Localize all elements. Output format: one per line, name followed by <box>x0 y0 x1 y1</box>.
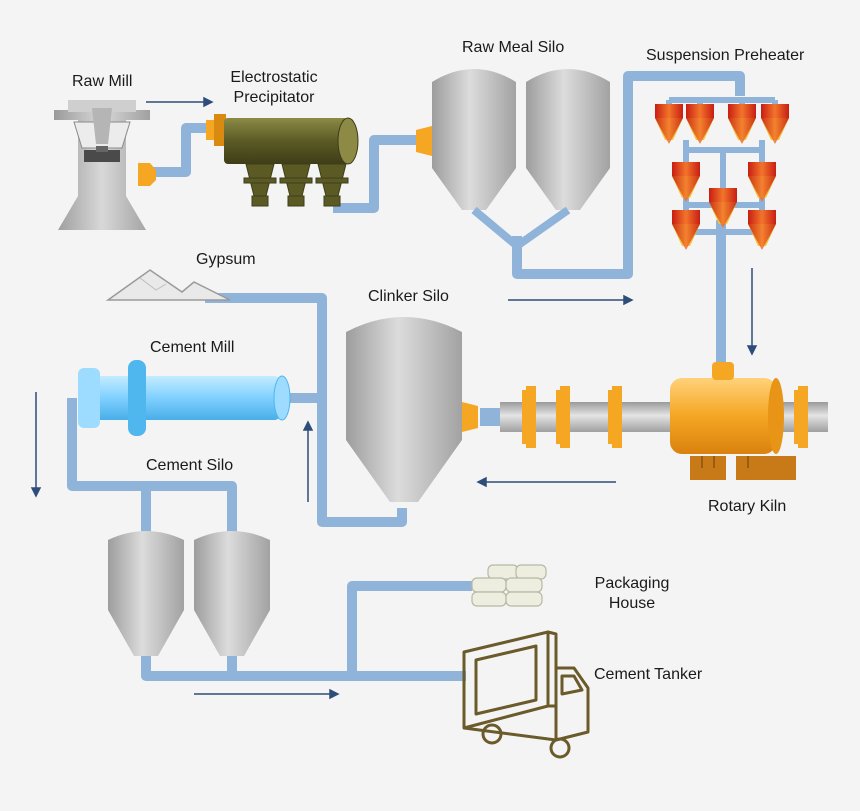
electrostatic-precipitator <box>206 114 359 207</box>
cyclone <box>655 104 683 144</box>
pipe-gypsum-to-mill <box>205 293 327 403</box>
pipe-precipitator-to-silo <box>333 135 418 213</box>
pipe-rawmill-to-precipitator <box>152 123 214 177</box>
left-arrow-icon <box>476 476 616 488</box>
label-rotary-kiln: Rotary Kiln <box>708 498 787 515</box>
flow-arrows <box>30 96 758 700</box>
label-cement-mill: Cement Mill <box>150 339 235 356</box>
down-arrow-icon <box>30 392 42 498</box>
gypsum-pile-icon <box>105 269 231 301</box>
label-packaging-house-2: House <box>608 595 656 612</box>
label-suspension-preheater: Suspension Preheater <box>646 47 805 64</box>
label-cement-tanker: Cement Tanker <box>594 666 703 683</box>
pipes <box>67 71 745 681</box>
right-arrow-icon <box>194 688 340 700</box>
label-cement-silo: Cement Silo <box>146 457 234 474</box>
label-gypsum: Gypsum <box>196 251 256 268</box>
rotary-kiln <box>500 362 828 480</box>
cement-mill <box>78 360 291 436</box>
pipe-silo-to-preheater <box>512 71 745 279</box>
label-clinker-silo: Clinker Silo <box>368 288 449 305</box>
label-electrostatic-precipitator-1: Electrostatic <box>230 69 318 86</box>
label-raw-mill: Raw Mill <box>72 73 133 90</box>
label-raw-meal-silo: Raw Meal Silo <box>462 39 565 56</box>
pipe-silos-to-tanker <box>141 656 466 681</box>
label-electrostatic-precipitator-2: Precipitator <box>233 89 315 106</box>
clinker-silo <box>346 317 502 502</box>
pipe-silo-to-mill <box>317 398 407 527</box>
pipe-to-packaging <box>347 581 472 676</box>
cement-bags-icon <box>471 564 547 607</box>
pipe-mill-to-cement-silos <box>67 398 237 536</box>
raw-meal-silo <box>416 69 610 252</box>
truck-icon <box>462 630 590 759</box>
up-arrow-icon <box>302 420 314 502</box>
suspension-preheater <box>655 104 789 250</box>
right-arrow-icon <box>146 96 214 108</box>
down-arrow-icon <box>746 268 758 356</box>
raw-mill <box>54 100 156 230</box>
cement-silo <box>108 531 270 656</box>
right-arrow-icon <box>508 294 634 306</box>
label-packaging-house-1: Packaging <box>594 575 670 592</box>
